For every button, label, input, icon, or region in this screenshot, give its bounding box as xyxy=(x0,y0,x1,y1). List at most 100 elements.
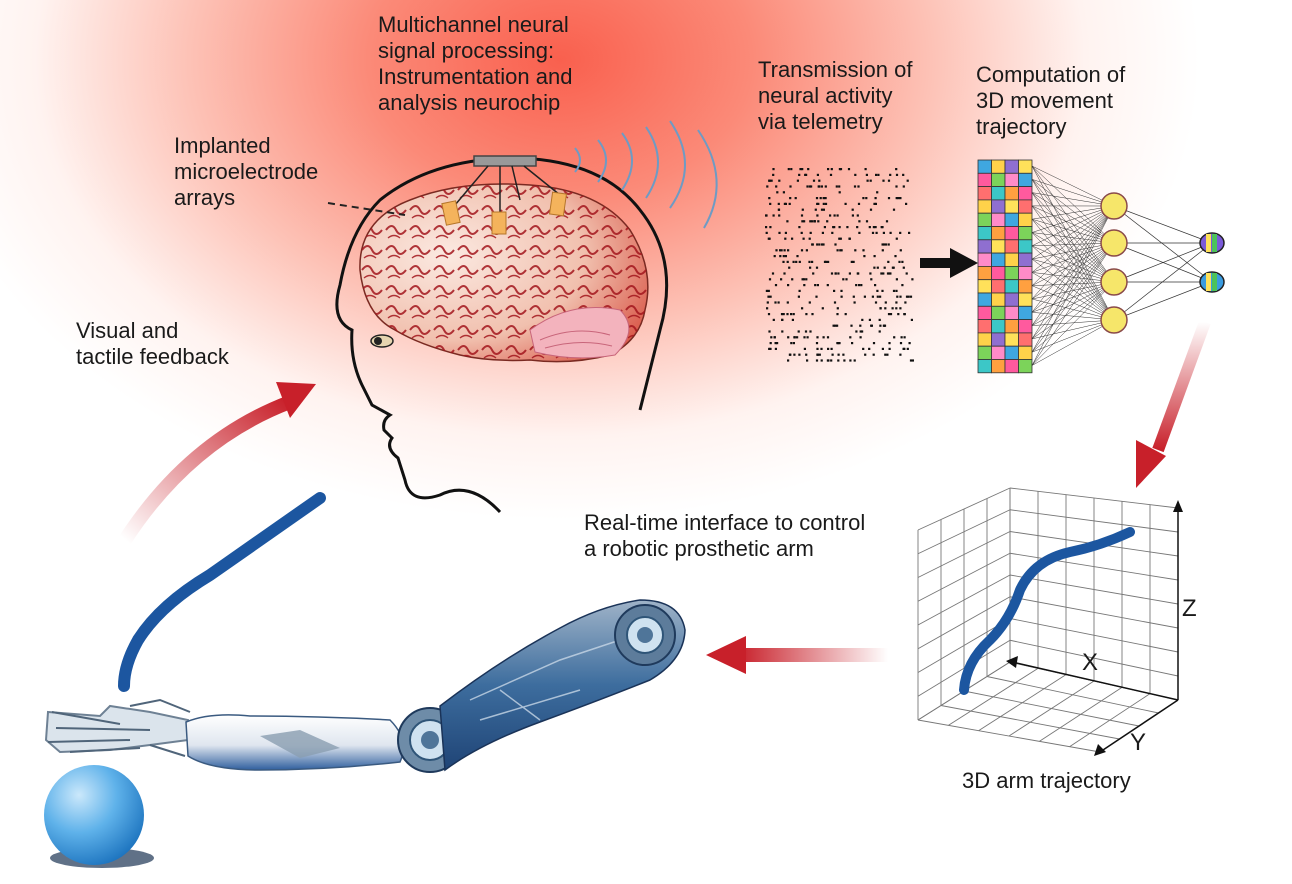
spike-mark xyxy=(864,168,867,171)
spike-mark xyxy=(858,284,861,287)
spike-mark xyxy=(856,226,859,229)
spike-mark xyxy=(768,278,772,281)
plot-axis-x-arrowhead xyxy=(1006,656,1018,668)
grid-cell xyxy=(991,305,1006,320)
network-edge xyxy=(1031,232,1115,283)
spike-mark xyxy=(869,179,872,182)
spike-mark xyxy=(888,272,891,275)
spike-mark xyxy=(842,278,845,281)
spike-mark xyxy=(836,214,839,217)
spike-mark xyxy=(780,249,783,252)
network-edge xyxy=(1031,205,1115,260)
spike-mark xyxy=(827,260,830,263)
spike-mark xyxy=(883,243,886,246)
grid-line xyxy=(1069,693,1151,748)
spike-mark xyxy=(792,313,795,316)
spike-mark xyxy=(853,301,856,304)
spike-mark xyxy=(849,336,852,339)
spike-mark xyxy=(772,168,775,171)
spike-mark xyxy=(906,347,909,350)
plot-axis-z-arrowhead xyxy=(1173,500,1183,512)
network-edge xyxy=(1031,319,1115,353)
spike-mark xyxy=(874,197,877,200)
spike-mark xyxy=(790,313,793,316)
spike-mark xyxy=(854,173,857,176)
spike-mark xyxy=(833,289,836,292)
spike-mark xyxy=(838,226,841,229)
spike-mark xyxy=(811,260,814,263)
grid-cell xyxy=(1018,292,1033,307)
spike-mark xyxy=(793,353,796,356)
spike-mark xyxy=(876,266,879,269)
spike-mark xyxy=(810,185,813,188)
plot-axis-y-arrowhead xyxy=(1094,744,1106,756)
spike-mark xyxy=(863,295,866,298)
grid-cell xyxy=(991,359,1006,374)
spike-mark xyxy=(863,255,866,258)
axis-label-y: Y xyxy=(1130,729,1147,756)
spike-mark xyxy=(840,289,843,292)
spike-mark xyxy=(810,220,813,223)
trajectory-to-arm-arrow xyxy=(706,636,888,674)
spike-mark xyxy=(908,342,911,345)
trajectory-3d-plot xyxy=(917,487,1183,756)
spike-mark xyxy=(901,260,904,263)
spike-mark xyxy=(782,255,785,258)
spike-mark xyxy=(824,197,827,200)
grid-cell xyxy=(977,199,992,214)
network-edge xyxy=(1031,285,1115,321)
label-computation-line2: 3D movement xyxy=(976,88,1113,113)
spike-mark xyxy=(818,243,821,246)
spike-mark xyxy=(865,173,868,176)
network-edge xyxy=(1031,281,1115,366)
spike-mark xyxy=(848,237,851,240)
spike-mark xyxy=(821,307,824,310)
spike-mark xyxy=(784,237,787,240)
spike-mark xyxy=(903,336,906,339)
grid-cell xyxy=(1018,226,1033,241)
grid-cell xyxy=(991,265,1006,281)
spike-mark xyxy=(843,359,846,362)
network-edge xyxy=(1031,242,1115,366)
spike-mark xyxy=(766,185,769,188)
spike-mark xyxy=(793,336,796,339)
label-computation: Computation of 3D movement trajectory xyxy=(976,62,1125,140)
spike-mark xyxy=(858,231,861,234)
spike-mark xyxy=(768,347,771,350)
spike-mark xyxy=(775,249,778,252)
spike-mark xyxy=(862,197,865,200)
grid-cell xyxy=(977,332,992,347)
spike-mark xyxy=(861,330,864,333)
spike-mark xyxy=(903,313,906,316)
spike-mark xyxy=(875,173,878,176)
spike-mark xyxy=(884,301,887,304)
grid-cell xyxy=(1004,359,1019,374)
grid-line xyxy=(1039,686,1123,742)
grid-cell xyxy=(1018,332,1033,347)
spike-mark xyxy=(806,336,809,339)
spike-mark xyxy=(816,353,819,356)
spike-mark xyxy=(804,330,808,333)
spike-mark xyxy=(838,237,841,240)
network-edge xyxy=(1031,165,1115,207)
spike-mark xyxy=(908,231,911,234)
spike-mark xyxy=(791,237,794,240)
spike-mark xyxy=(883,266,886,269)
spike-mark xyxy=(852,260,855,263)
spike-mark xyxy=(837,359,840,362)
spike-mark xyxy=(779,255,782,258)
spike-mark xyxy=(834,272,837,275)
spike-mark xyxy=(834,324,837,327)
spike-mark xyxy=(777,202,780,205)
network-edge xyxy=(1031,272,1115,283)
spike-mark xyxy=(784,231,787,234)
spike-mark xyxy=(781,330,784,333)
spike-mark xyxy=(822,202,825,205)
network-edge xyxy=(1031,319,1115,340)
grid-cell xyxy=(1004,319,1019,334)
spike-mark xyxy=(790,168,793,171)
spike-mark xyxy=(897,313,900,316)
spike-mark xyxy=(772,173,775,176)
spike-mark xyxy=(805,353,808,356)
